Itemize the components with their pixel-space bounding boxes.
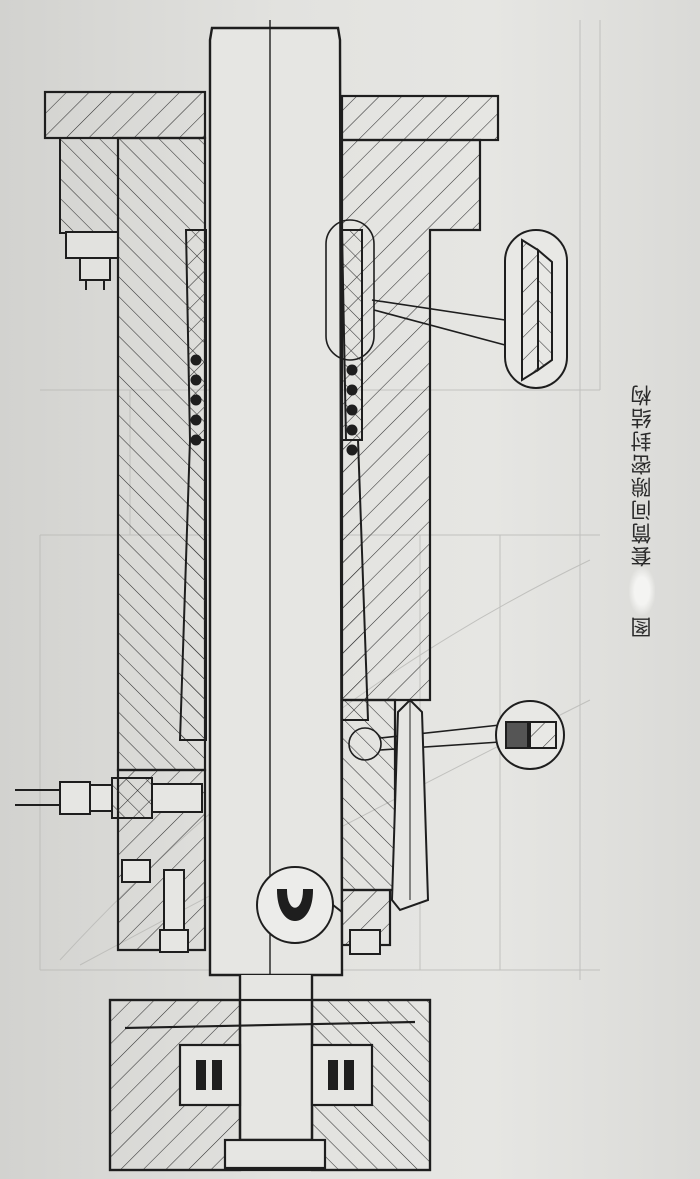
figure-caption: 图套筒间隙密封结构 — [620, 360, 664, 660]
left-port-fitting — [15, 777, 203, 819]
right-bottom-nut — [349, 929, 381, 955]
figure-number-smudge — [629, 566, 655, 615]
u-ring-detail — [256, 866, 343, 944]
figure-caption-text: 图套筒间隙密封结构 — [627, 383, 657, 638]
right-sleeve — [340, 229, 370, 721]
upper-seal-callout — [325, 219, 506, 361]
left-bottom-bolts — [121, 859, 189, 953]
lower-bearing-housing — [108, 998, 432, 1172]
bearing-rollers — [196, 1060, 354, 1090]
upper-seal-detail — [504, 229, 568, 389]
figure-caption-prefix: 图 — [630, 614, 654, 638]
piston-rod — [208, 20, 344, 1142]
left-springs — [190, 354, 202, 446]
lower-seal-detail — [495, 700, 565, 770]
left-flange-nut — [59, 137, 119, 290]
figure-caption-title: 套筒间隙密封结构 — [630, 382, 654, 567]
right-guide-pin — [390, 698, 430, 912]
right-springs — [346, 364, 358, 456]
top-flange — [43, 90, 500, 142]
